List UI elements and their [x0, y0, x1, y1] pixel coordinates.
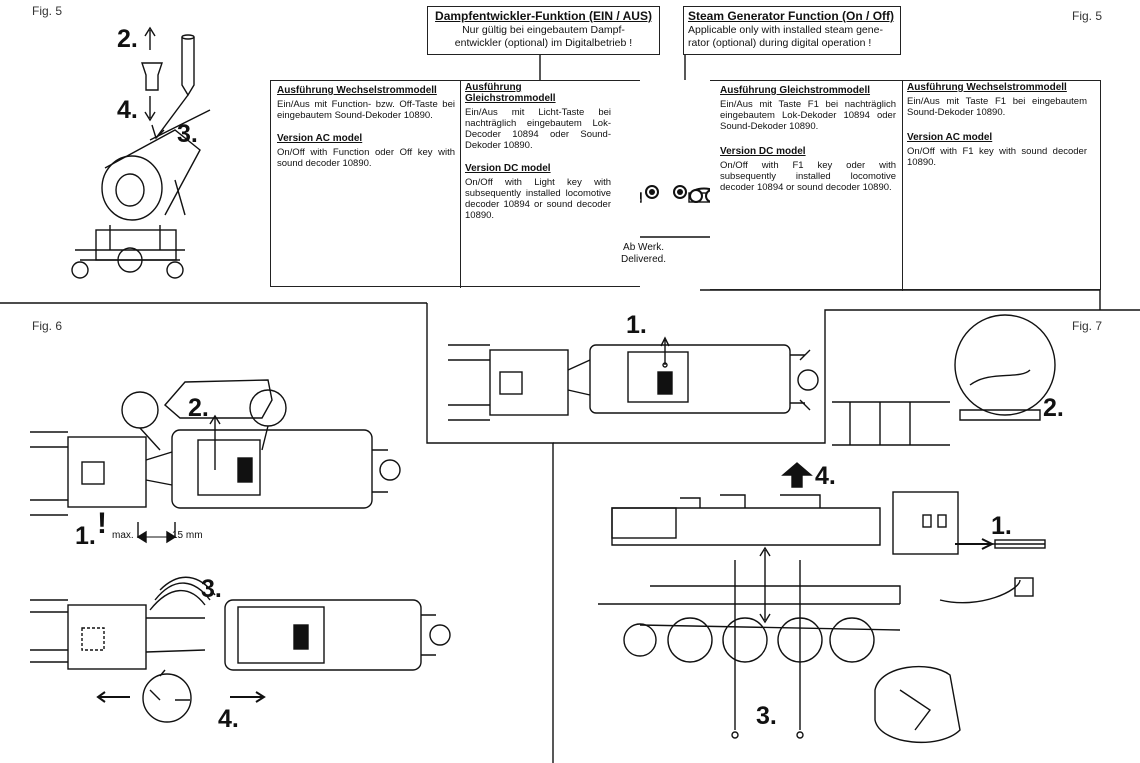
warning-exclamation-icon: ! [97, 507, 107, 540]
right-ac-de-text: Ein/Aus mit Taste F1 bei eingebautem Sou… [907, 96, 1087, 118]
step-label-fig6-3: 3. [201, 575, 222, 603]
step-label-fig5-3: 3. [177, 120, 198, 148]
left-panel-col-ac: Ausführung Wechselstrommodell Ein/Aus mi… [277, 85, 455, 169]
step-label-fig6-1: 1. [75, 522, 96, 550]
right-dc-de-text: Ein/Aus mit Taste F1 bei nachträglich ei… [720, 99, 896, 132]
steam-generator-line2-en: rator (optional) during digital operatio… [688, 37, 872, 49]
right-ac-en-heading: Version AC model [907, 132, 993, 143]
fig6-separator-right [426, 303, 554, 763]
dimension-max-label: max. [112, 530, 134, 541]
steam-generator-line1-en: Applicable only with installed steam gen… [688, 24, 883, 36]
factory-default-de: Ab Werk. [623, 242, 664, 253]
step-label-fig6-4: 4. [218, 705, 239, 733]
left-ac-de-heading: Ausführung Wechselstrommodell [277, 85, 437, 96]
right-panel-bottom [700, 289, 1101, 310]
left-ac-en-text: On/Off with Function oder Off key with s… [277, 147, 455, 169]
figure-label-fig5-right: Fig. 5 [1072, 9, 1103, 23]
left-dc-en-heading: Version DC model [465, 163, 551, 174]
left-panel-divider [460, 81, 461, 288]
step-label-center-1: 1. [626, 311, 647, 339]
right-info-panel: Ausführung Gleichstrommodell Ein/Aus mit… [710, 80, 1101, 291]
left-dc-en-text: On/Off with Light key with subsequently … [465, 177, 611, 221]
arrow-up-fig7 [781, 462, 813, 488]
fig5-loco-front [71, 109, 211, 279]
fig7-separator [553, 309, 1140, 444]
left-dc-de-heading: Ausführung Gleichstrommodell [465, 82, 556, 104]
fig7-bottom-detail [874, 665, 961, 743]
steam-generator-line1-de: Nur gültig bei eingebautem Dampf- [462, 24, 625, 36]
right-panel-col-ac: Ausführung Wechselstrommodell Ein/Aus mi… [907, 82, 1087, 168]
left-info-panel: Ausführung Wechselstrommodell Ein/Aus mi… [270, 80, 640, 288]
right-ac-de-heading: Ausführung Wechselstrommodell [907, 82, 1067, 93]
center-loco-topview [448, 336, 819, 421]
factory-default-en: Delivered. [621, 254, 667, 265]
right-panel-divider [902, 81, 903, 291]
fig7-top-detail [832, 314, 1056, 446]
left-ac-de-text: Ein/Aus mit Function- bzw. Off-Taste bei… [277, 99, 455, 121]
steam-generator-title-en: Steam Generator Function (On / Off) [688, 9, 895, 23]
figure-label-fig5-left: Fig. 5 [32, 4, 63, 18]
step-label-fig6-2: 2. [188, 394, 209, 422]
dimension-mm-label: 15 mm [172, 530, 203, 541]
figure-label-fig6: Fig. 6 [32, 319, 63, 333]
step-label-fig5-4: 4. [117, 96, 138, 124]
fig7-loco-side [598, 491, 1046, 739]
steam-generator-title-de: Dampfentwickler-Funktion (EIN / AUS) [435, 9, 652, 23]
figure-label-fig7: Fig. 7 [1072, 319, 1103, 333]
step-label-fig7-2: 2. [1043, 394, 1064, 422]
right-panel-col-dc: Ausführung Gleichstrommodell Ein/Aus mit… [720, 85, 896, 193]
arrow-up-fig5 [144, 26, 156, 50]
dimension-arrows [136, 530, 177, 544]
fig6-lower-loco [30, 576, 451, 723]
steam-generator-box-de: Dampfentwickler-Funktion (EIN / AUS) Nur… [427, 6, 660, 55]
fig5-chimney-parts [141, 34, 195, 140]
left-panel-col-dc: Ausführung Gleichstrommodell Ein/Aus mit… [465, 82, 611, 221]
fig6-upper-loco [30, 379, 401, 538]
step-label-fig7-3: 3. [756, 702, 777, 730]
arrow-down-fig5 [144, 96, 156, 122]
right-dc-en-heading: Version DC model [720, 146, 806, 157]
right-dc-en-text: On/Off with F1 key oder with subsequentl… [720, 160, 896, 193]
step-label-fig7-4: 4. [815, 462, 836, 490]
right-dc-de-heading: Ausführung Gleichstrommodell [720, 85, 871, 96]
steam-generator-line2-de: entwickler (optional) im Digitalbetrieb … [454, 37, 633, 49]
left-dc-de-text: Ein/Aus mit Licht-Taste bei nachträglich… [465, 107, 611, 151]
right-ac-en-text: On/Off with F1 key with sound decoder 10… [907, 146, 1087, 168]
steam-generator-box-en: Steam Generator Function (On / Off) Appl… [683, 6, 901, 55]
step-label-fig5-2: 2. [117, 25, 138, 53]
factory-default-label: Ab Werk. Delivered. [621, 242, 666, 266]
step-label-fig7-1: 1. [991, 512, 1012, 540]
left-ac-en-heading: Version AC model [277, 133, 363, 144]
